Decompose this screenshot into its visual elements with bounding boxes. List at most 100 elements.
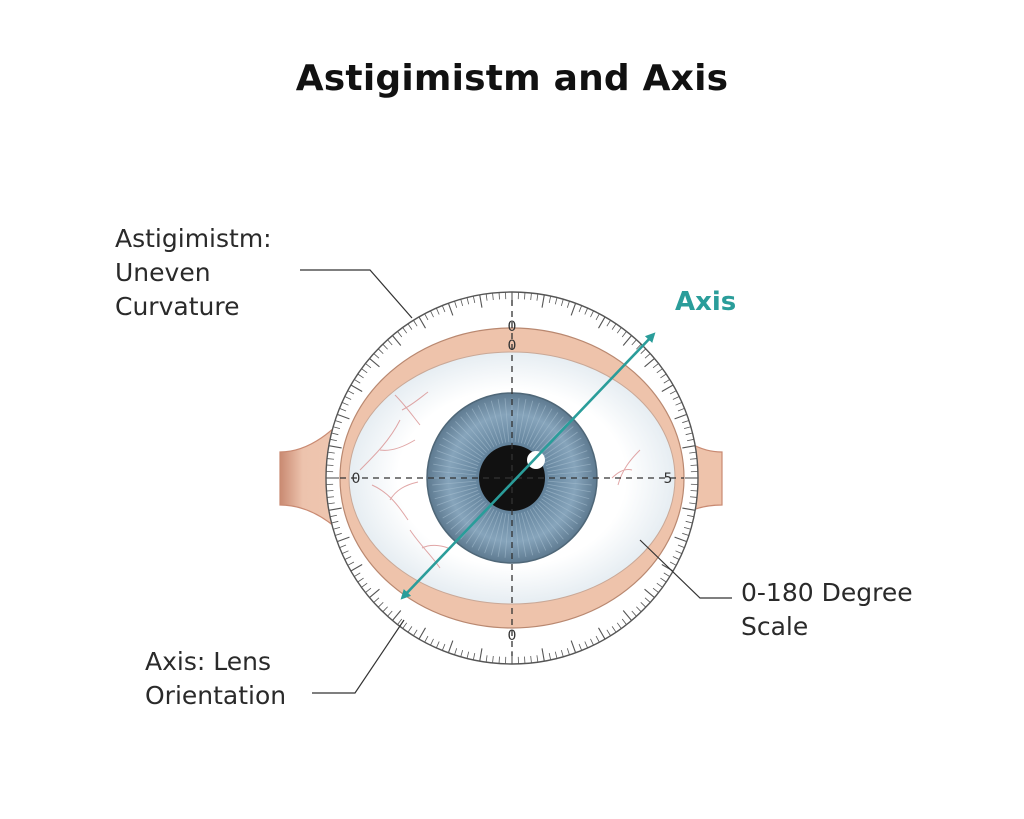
scale-tick	[328, 445, 342, 449]
degree-scale-label: 0-180 Degree Scale	[741, 576, 913, 644]
scale-tick	[413, 629, 418, 636]
axis-label: Axis	[675, 287, 737, 317]
scale-tick	[329, 514, 337, 518]
scale-tick	[554, 297, 558, 305]
scale-tick	[548, 653, 552, 661]
scale-tick	[337, 413, 350, 420]
axis-lens-leader-line	[312, 619, 405, 694]
scale-tick	[354, 379, 361, 384]
scale-tick	[606, 629, 611, 636]
scale-tick	[682, 445, 696, 449]
scale-tick	[377, 602, 384, 608]
scale-tick	[387, 339, 393, 346]
scale-tick	[479, 294, 483, 308]
scale-tick	[656, 368, 663, 374]
scale-tick	[566, 300, 570, 308]
scale-tick	[344, 556, 352, 560]
scale-tick	[337, 536, 350, 543]
scale-tick	[584, 307, 589, 315]
scale-tick	[663, 572, 670, 577]
scale-tick	[669, 390, 677, 395]
scale-tick	[365, 363, 372, 369]
scale-tick	[595, 313, 600, 321]
scale-number-top-outer: 0	[508, 319, 517, 335]
scale-tick	[430, 638, 434, 646]
scale-tick	[460, 299, 464, 307]
scale-tick	[492, 292, 494, 301]
degree-scale-label-line-2: Scale	[741, 612, 809, 641]
scale-tick	[402, 622, 408, 629]
scale-tick	[327, 502, 335, 505]
scale-tick	[640, 602, 647, 608]
scale-tick	[636, 606, 642, 613]
scale-tick	[392, 335, 402, 346]
scale-tick	[331, 520, 339, 524]
scale-tick	[683, 526, 691, 530]
scale-tick	[631, 610, 637, 617]
scale-tick	[485, 655, 488, 663]
scale-tick	[606, 320, 611, 327]
scale-tick	[685, 432, 693, 436]
scale-tick	[672, 396, 680, 400]
scale-tick	[347, 390, 355, 395]
diagram-title: Astigimistm and Axis	[295, 58, 729, 99]
scale-tick	[454, 648, 458, 656]
scale-tick	[479, 648, 483, 662]
scale-tick	[689, 502, 697, 505]
scale-tick	[397, 618, 403, 625]
scale-tick	[373, 597, 380, 603]
scale-tick	[373, 353, 380, 359]
astigmatism-label-line-2: Uneven	[115, 258, 211, 287]
scale-tick	[407, 626, 413, 633]
scale-tick	[357, 373, 364, 379]
scale-tick	[344, 396, 352, 400]
axis-lens-label: Axis: Lens Orientation	[145, 645, 286, 713]
scale-tick	[536, 655, 539, 663]
scale-tick	[424, 635, 429, 643]
scale-tick	[441, 643, 446, 651]
scale-tick	[361, 368, 368, 374]
scale-tick	[331, 432, 339, 436]
scale-tick	[350, 384, 363, 392]
scale-tick	[554, 651, 558, 659]
scale-tick	[685, 520, 693, 524]
axis-lens-label-line-2: Orientation	[145, 681, 287, 710]
scale-tick	[675, 550, 683, 555]
scale-tick	[530, 655, 532, 664]
scale-tick	[447, 640, 454, 653]
scale-tick	[677, 544, 685, 549]
scale-tick	[611, 323, 617, 330]
scale-tick	[418, 627, 426, 640]
scale-tick	[661, 384, 674, 392]
scale-tick	[328, 507, 342, 511]
scale-tick	[460, 649, 464, 657]
scale-tick	[392, 610, 402, 621]
scale-tick	[361, 582, 368, 588]
scale-tick	[447, 303, 454, 316]
scale-tick	[472, 653, 476, 661]
scale-tick	[566, 648, 570, 656]
scale-tick	[689, 496, 698, 498]
astigmatism-label: Astigimistm: Uneven Curvature	[115, 222, 272, 324]
scale-tick	[326, 496, 335, 498]
scale-tick	[357, 577, 364, 583]
scale-number-left: 0	[352, 471, 361, 487]
scale-tick	[560, 649, 564, 657]
axis-arrow	[400, 332, 656, 600]
scale-tick	[413, 320, 418, 327]
axis-lens-label-line-1: Axis: Lens	[145, 647, 271, 676]
scale-tick	[377, 348, 384, 354]
scale-tick	[675, 401, 683, 406]
scale-tick	[622, 610, 632, 621]
scale-number-right: 5	[664, 471, 673, 487]
scale-tick	[382, 606, 388, 613]
scale-tick	[492, 655, 494, 664]
scale-number-top-inner: 0	[508, 338, 517, 354]
scale-tick	[466, 651, 470, 659]
scale-tick	[687, 514, 695, 518]
degree-scale-ticks	[326, 292, 698, 664]
scale-tick	[407, 323, 413, 330]
scale-tick	[327, 451, 335, 454]
scale-tick	[387, 610, 393, 617]
astigmatism-label-line-1: Astigimistm:	[115, 224, 272, 253]
